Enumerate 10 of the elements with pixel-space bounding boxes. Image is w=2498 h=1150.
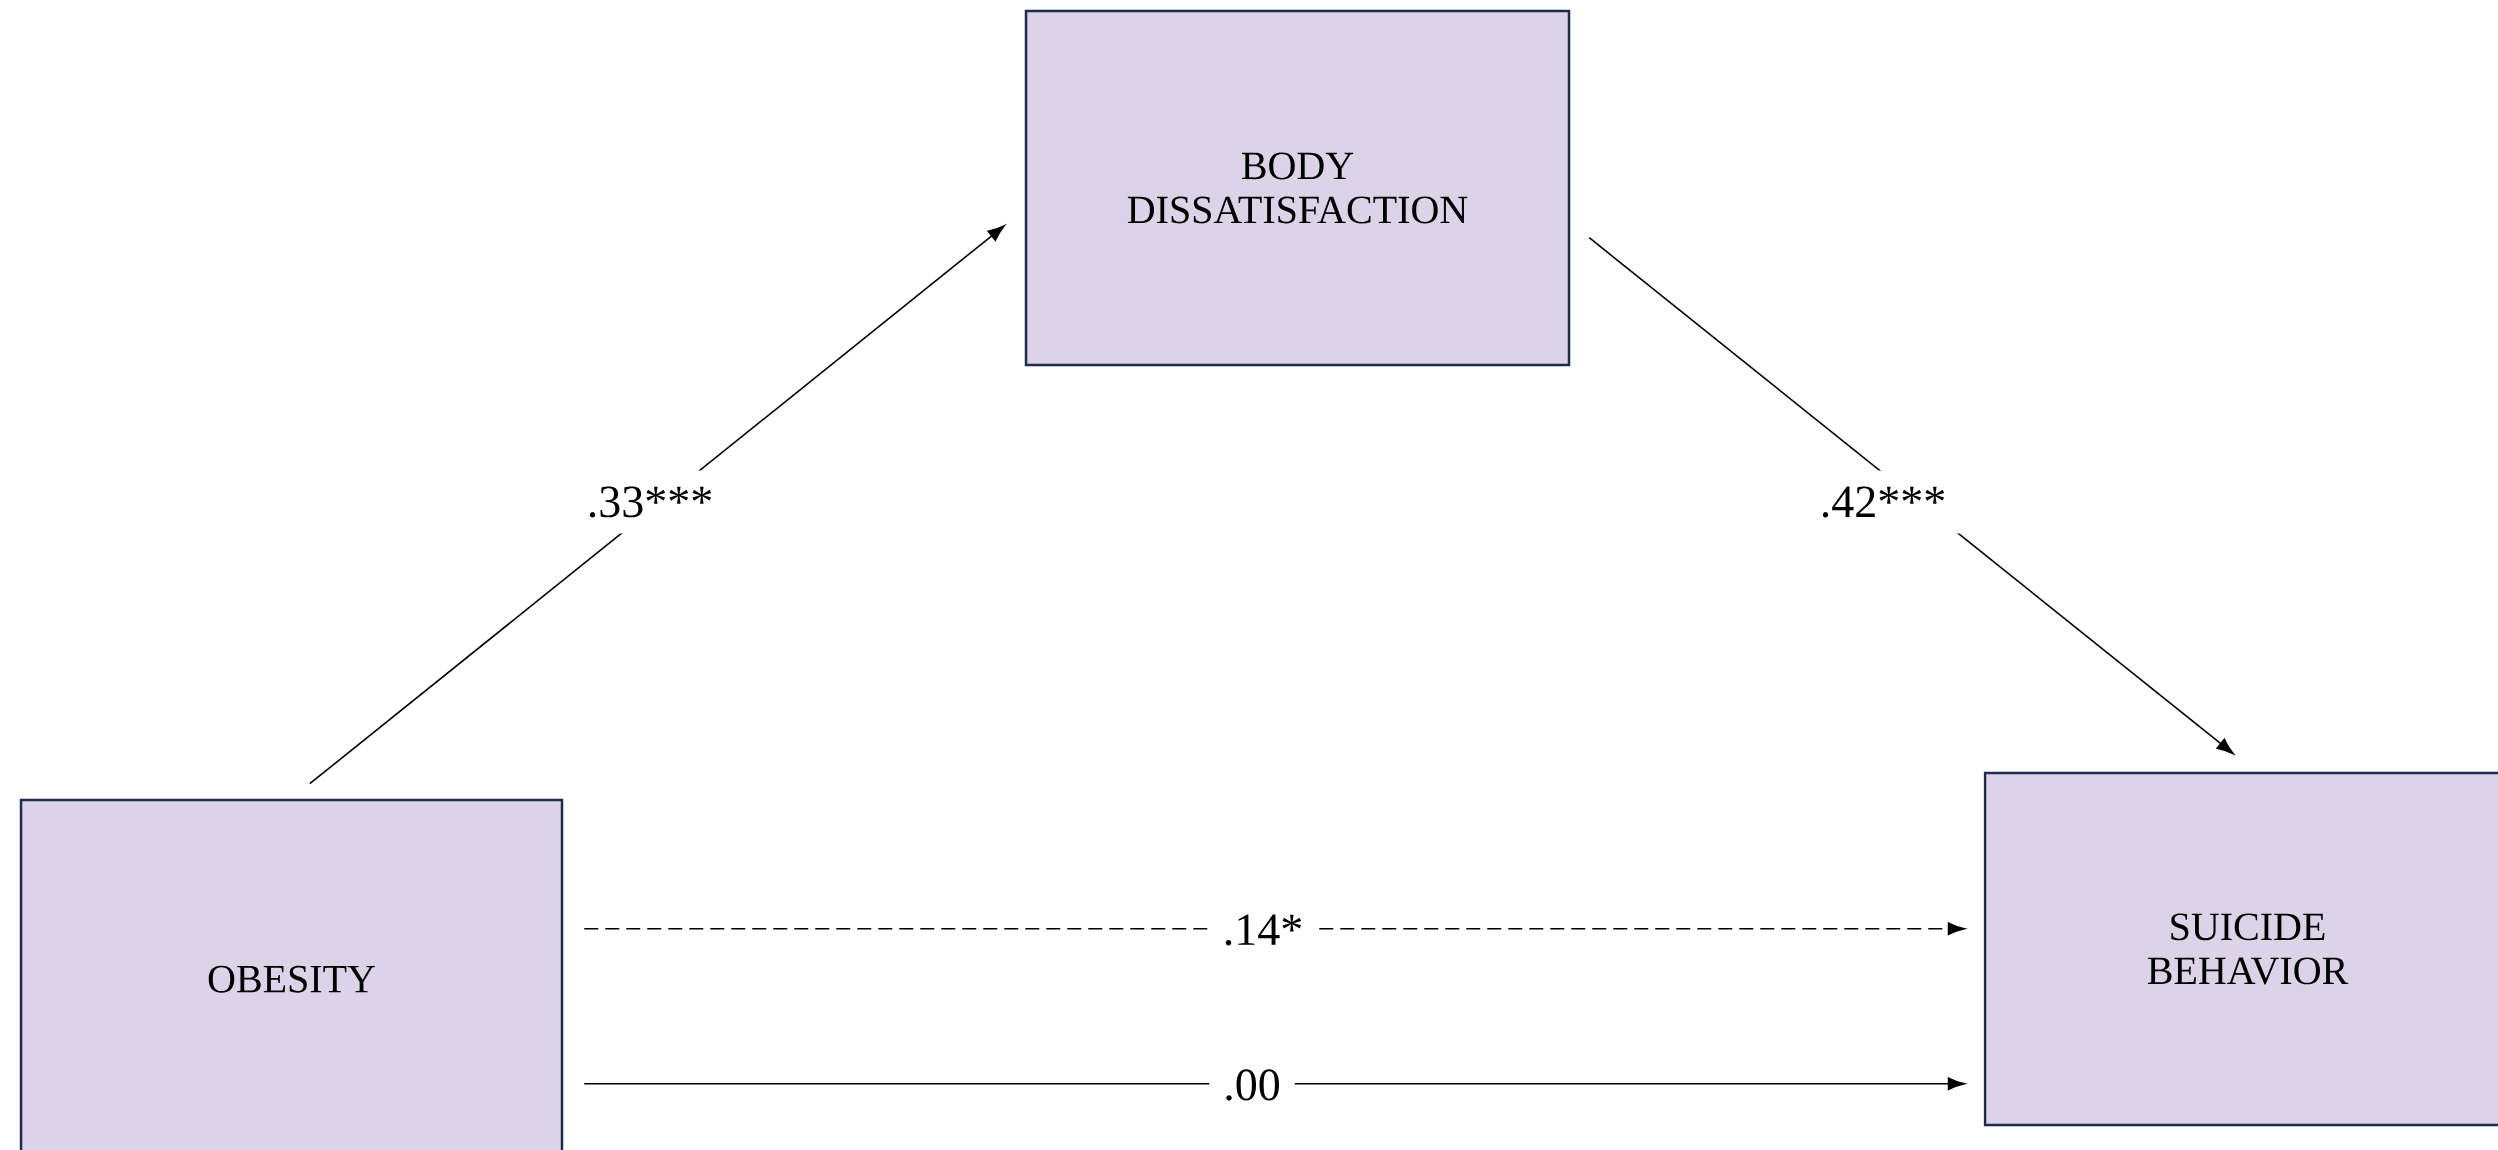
variable-box: OBESITY [19,798,564,1150]
variable-box: SUICIDE BEHAVIOR [1983,771,2498,1127]
edge-label: .14* [1208,898,1318,962]
variable-box: BODY DISSATISFACTION [1024,9,1571,367]
edge-label: .00 [1209,1053,1295,1117]
edge-label: .33*** [572,470,728,534]
arrow [583,1077,1966,1091]
arrow [308,225,1005,785]
edge-label: .42*** [1805,470,1961,534]
arrow [583,922,1966,936]
